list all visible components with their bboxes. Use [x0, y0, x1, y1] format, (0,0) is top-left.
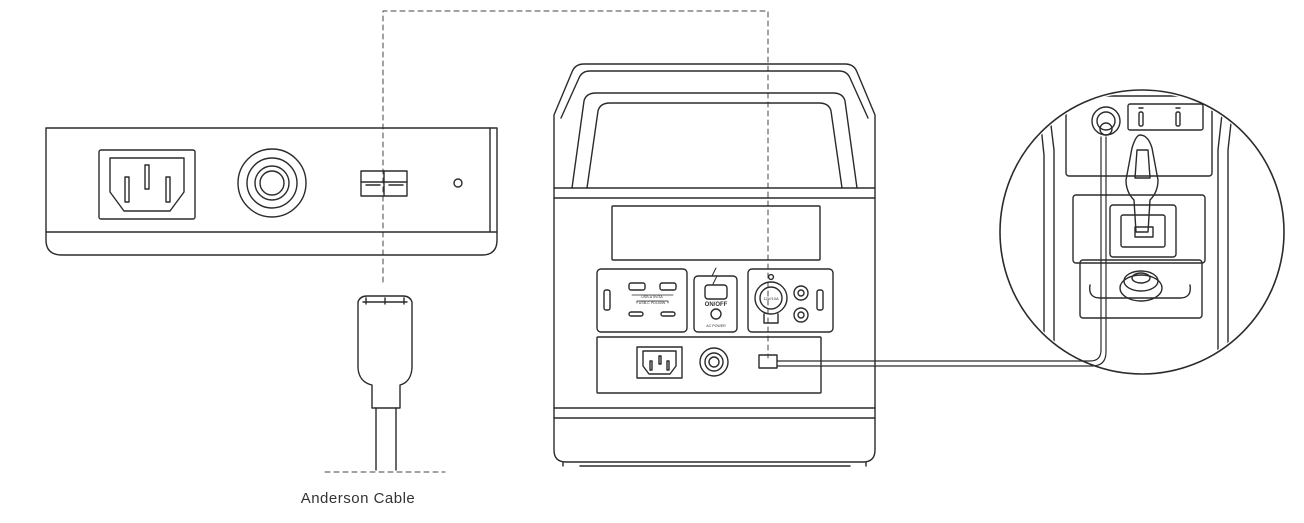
dc5521-port-2 — [793, 307, 809, 323]
usb-a-label: USB-A 5V/3A — [641, 295, 663, 299]
ac-inlet-icon — [98, 149, 196, 220]
car-socket-icon — [754, 281, 788, 315]
indicator-hole-icon — [453, 178, 463, 188]
usb-c-label: USB-C PD100W — [639, 301, 666, 305]
magnified-detail — [999, 89, 1285, 375]
ac-input-icon — [636, 346, 683, 379]
anderson-cable-caption: Anderson Cable — [301, 490, 416, 507]
power-button-group: ON/OFF AC POWER — [693, 267, 738, 333]
side-panel — [45, 127, 498, 256]
dc-round-port-icon — [237, 148, 307, 218]
power-button-label: ON/OFF — [705, 302, 728, 308]
power-station: USB-A 5V/3A USB-C PD100W ON/OFF AC POWER… — [553, 63, 1107, 467]
connection-cable — [776, 136, 1107, 367]
display-screen — [611, 205, 821, 261]
dc-output-label: 12V/10A — [763, 296, 779, 301]
detail-dc-socket-icon — [1091, 106, 1121, 136]
anderson-plug — [357, 295, 413, 471]
dc5521-port-1 — [793, 285, 809, 301]
ac-button-label: AC POWER — [706, 324, 726, 328]
detail-knob-icon — [1119, 270, 1163, 302]
anderson-port-icon — [360, 170, 408, 197]
dashed-guide-lines — [324, 10, 769, 473]
dc-input-icon — [699, 347, 729, 377]
power-button[interactable] — [704, 284, 728, 300]
input-panel — [596, 336, 822, 394]
detail-anderson-plug — [1125, 134, 1159, 233]
usb-port-group: USB-A 5V/3A USB-C PD100W — [596, 268, 688, 333]
ac-button[interactable] — [710, 308, 722, 320]
dc-output-group: 12V/10A — [747, 268, 834, 333]
